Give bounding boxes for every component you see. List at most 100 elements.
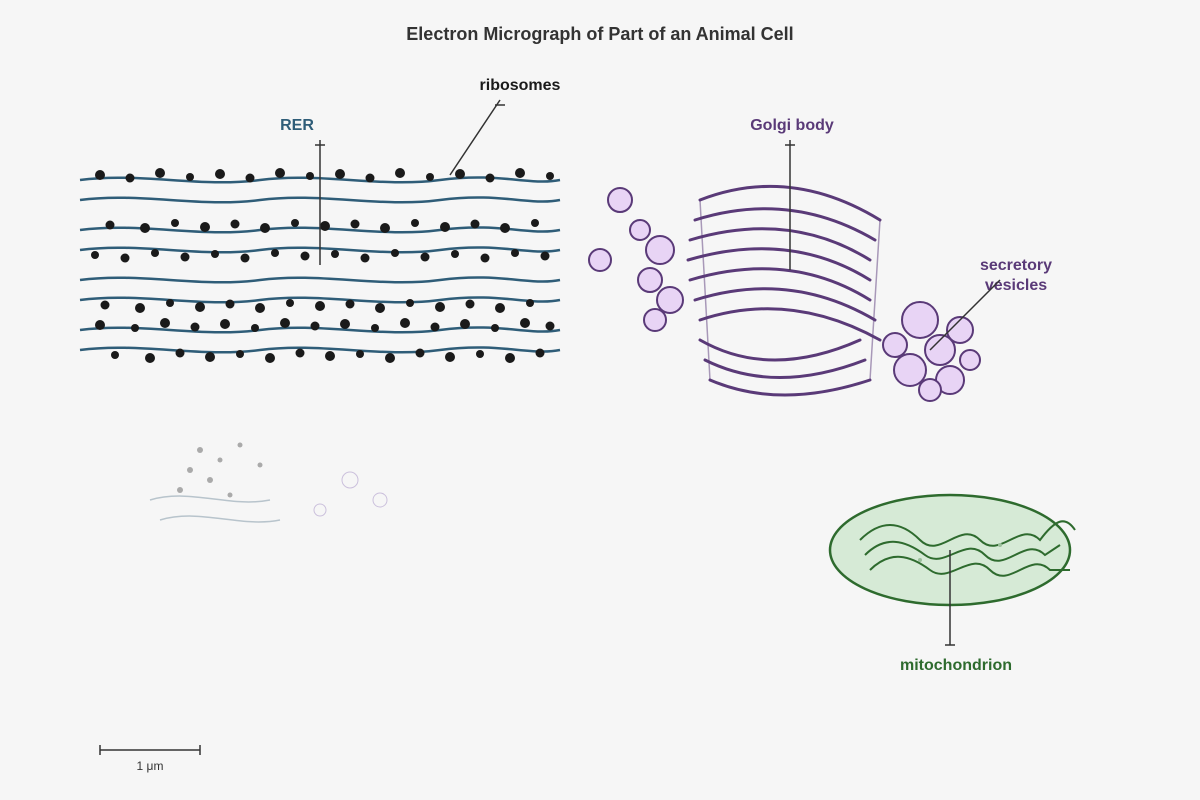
transport-vesicles: [588, 187, 684, 332]
ribosome: [395, 168, 405, 178]
ribosome: [310, 321, 320, 331]
ribosome: [511, 249, 519, 257]
ribosome: [135, 303, 145, 313]
faint-ribosome: [187, 467, 193, 473]
rer-label: RER: [280, 117, 314, 134]
golgi-cisterna: [688, 227, 872, 262]
rer-membrane: [79, 296, 561, 304]
ribosome: [236, 350, 244, 358]
vesicle: [629, 219, 651, 241]
scale-bar-label: 1 μm: [137, 759, 164, 773]
faint-membrane: [159, 515, 281, 523]
golgi-cisterna: [698, 338, 862, 362]
ribosome: [180, 252, 190, 262]
ribosome: [460, 319, 470, 329]
golgi-cisterna: [686, 247, 872, 282]
ribosome: [500, 223, 510, 233]
ribosome: [111, 351, 119, 359]
ribosome: [215, 169, 225, 179]
faint-ribosome: [227, 492, 233, 498]
ribosome: [391, 249, 399, 257]
ribosome: [535, 348, 545, 358]
ribosome: [286, 299, 294, 307]
golgi-label: Golgi body: [750, 117, 834, 134]
secretory-vesicles-label-line1: secretory: [980, 257, 1052, 274]
scale-bar: [99, 745, 201, 755]
golgi-cisterna: [698, 307, 882, 342]
ribosomes: [91, 168, 555, 363]
rer-membrane: [79, 246, 561, 254]
ribosome: [225, 299, 235, 309]
ribosome: [240, 253, 250, 263]
rer-membranes: [79, 176, 561, 354]
ribosome: [151, 249, 159, 257]
ribosome: [280, 318, 290, 328]
ribosome: [265, 353, 275, 363]
ribosome: [465, 299, 475, 309]
golgi-leader-line: [785, 140, 795, 270]
vesicle: [959, 349, 981, 371]
faint-membrane: [149, 495, 271, 503]
faint-ribosome: [177, 487, 183, 493]
ribosome: [205, 352, 215, 362]
ribosome: [260, 223, 270, 233]
ribosome: [271, 249, 279, 257]
faint-ribosome: [217, 457, 223, 463]
ribosome: [476, 350, 484, 358]
ribosome: [255, 303, 265, 313]
ribosome: [331, 250, 339, 258]
ribosome: [400, 318, 410, 328]
ribosome: [325, 351, 335, 361]
ribosome: [171, 219, 179, 227]
ribosome: [445, 352, 455, 362]
ribosome: [120, 253, 130, 263]
ribosomes-leader-line: [449, 99, 505, 176]
ribosome: [520, 318, 530, 328]
vesicle: [924, 334, 956, 366]
vesicle: [656, 286, 684, 314]
ribosome: [350, 219, 360, 229]
ribosome: [505, 353, 515, 363]
vesicle: [918, 378, 942, 402]
ribosome: [251, 324, 259, 332]
mitochondrion-crista: [869, 555, 1070, 577]
ribosome: [275, 168, 285, 178]
ribosome: [435, 302, 445, 312]
golgi-cisterna: [703, 358, 867, 379]
ribosome: [365, 173, 375, 183]
golgi-body: [686, 184, 882, 397]
vesicle: [946, 316, 974, 344]
ribosome: [371, 324, 379, 332]
ribosome: [131, 324, 139, 332]
ribosome: [356, 350, 364, 358]
ribosome: [531, 219, 539, 227]
ribosome: [545, 321, 555, 331]
ribosome: [375, 303, 385, 313]
ribosome: [230, 219, 240, 229]
vesicle: [643, 308, 667, 332]
secretory-leader-line: [929, 279, 1001, 351]
mitochondrion-crista: [864, 540, 1061, 562]
ribosome: [295, 348, 305, 358]
ribosome: [291, 219, 299, 227]
ribosome: [340, 319, 350, 329]
ribosome: [546, 172, 554, 180]
vesicle: [893, 353, 927, 387]
mitochondrion-label: mitochondrion: [900, 657, 1012, 674]
ribosome: [175, 348, 185, 358]
golgi-cisterna: [708, 378, 872, 397]
ribosome: [470, 219, 480, 229]
mitochondrion: [828, 493, 1076, 607]
golgi-cisterna: [693, 287, 877, 322]
ribosome: [540, 251, 550, 261]
ribosome: [345, 299, 355, 309]
ribosome: [200, 222, 210, 232]
faint-vesicle: [372, 492, 388, 508]
rer-membrane: [79, 196, 561, 204]
vesicle: [901, 301, 939, 339]
ribosomes-label: ribosomes: [480, 77, 561, 94]
ribosome: [385, 353, 395, 363]
ribosome: [220, 319, 230, 329]
ribosome: [420, 252, 430, 262]
